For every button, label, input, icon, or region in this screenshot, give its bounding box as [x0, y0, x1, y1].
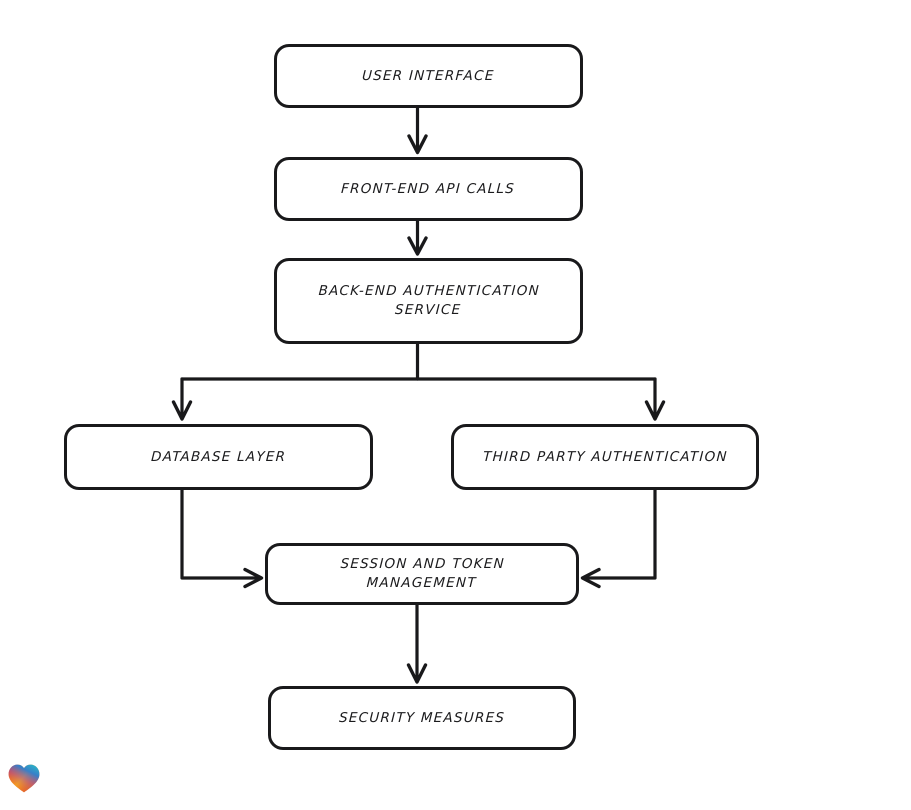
edge-ui-to-api: [407, 106, 428, 155]
node-security-measures[interactable]: SECURITY MEASURES: [268, 686, 576, 750]
edge-database-to-session: [180, 488, 264, 589]
node-label: FRONT-END API CALLS: [341, 180, 516, 197]
edge-session-to-security: [406, 603, 428, 684]
node-back-end-authentication-service[interactable]: BACK-END AUTHENTICATION SERVICE: [274, 258, 583, 344]
node-session-and-token-management[interactable]: SESSION AND TOKEN MANAGEMENT: [265, 543, 579, 605]
node-user-interface[interactable]: USER INTERFACE: [274, 44, 583, 108]
node-database-layer[interactable]: DATABASE LAYER: [64, 424, 373, 490]
node-label: THIRD PARTY AUTHENTICATION: [482, 448, 728, 465]
node-label: SECURITY MEASURES: [338, 709, 506, 726]
node-third-party-authentication[interactable]: THIRD PARTY AUTHENTICATION: [451, 424, 759, 490]
node-front-end-api-calls[interactable]: FRONT-END API CALLS: [274, 157, 583, 221]
node-label: SESSION AND TOKEN MANAGEMENT: [339, 556, 506, 591]
heart-icon: [8, 764, 40, 793]
node-label: BACK-END AUTHENTICATION SERVICE: [317, 283, 541, 318]
node-label: DATABASE LAYER: [150, 448, 287, 465]
edge-third-party-to-session: [580, 488, 657, 589]
edge-auth-to-database: [171, 377, 193, 421]
edge-auth-branch-trunk: [180, 342, 657, 381]
edge-auth-to-third-party: [644, 377, 666, 421]
edge-api-to-auth: [407, 219, 428, 256]
node-label: USER INTERFACE: [361, 67, 496, 84]
